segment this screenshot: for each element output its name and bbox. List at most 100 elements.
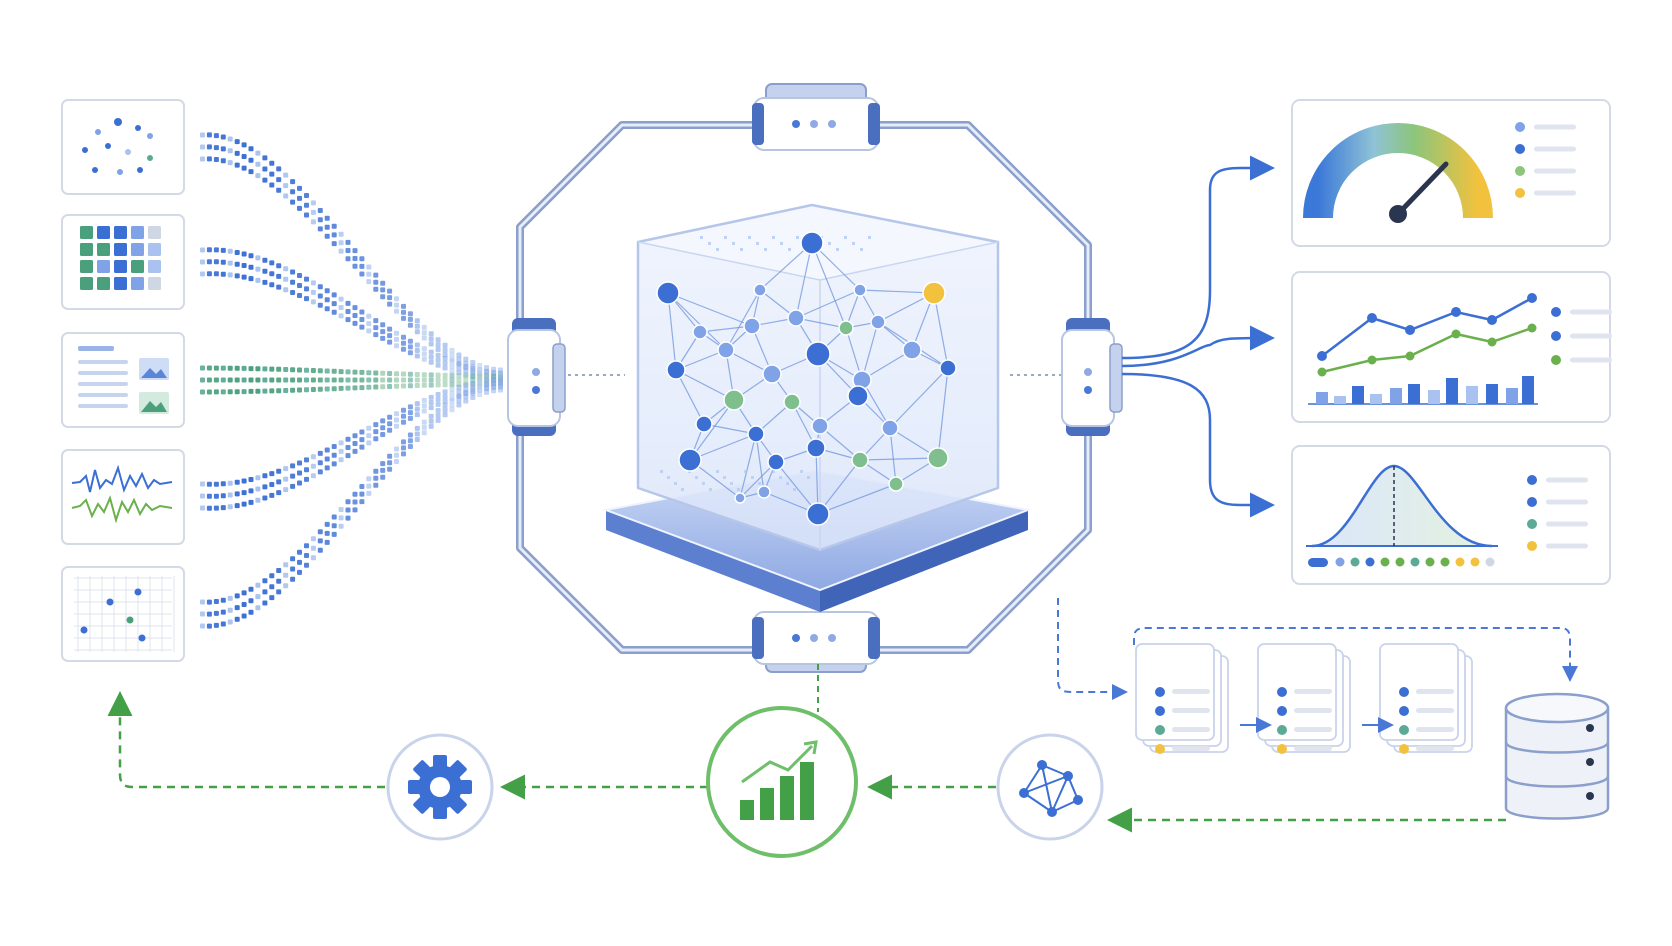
- stream-dot: [338, 507, 344, 512]
- stream-dot: [421, 382, 427, 388]
- stream-dot: [200, 271, 205, 277]
- stream-dot: [498, 384, 503, 390]
- stream-dot: [366, 490, 372, 496]
- stream-dot: [206, 156, 212, 162]
- stream-dot: [477, 392, 483, 398]
- legend-line: [1534, 190, 1576, 196]
- stream-dot: [428, 377, 434, 383]
- stream-dot: [428, 418, 434, 424]
- glass-speck: [748, 236, 751, 239]
- stream-dot: [310, 536, 316, 542]
- stream-dot: [428, 382, 434, 388]
- glass-speck: [674, 482, 677, 485]
- stream-dot: [352, 491, 358, 497]
- stream-dot: [359, 499, 365, 505]
- stream-dot: [498, 367, 503, 373]
- stream-dot: [220, 621, 226, 627]
- stream-dot: [345, 436, 351, 442]
- stream-dot: [317, 538, 323, 544]
- scatter-points-icon: [82, 118, 153, 175]
- log-entry-line: [1172, 689, 1210, 694]
- stream-dot: [414, 348, 420, 353]
- stream-dot: [359, 484, 365, 489]
- stream-dot: [255, 255, 261, 261]
- stream-dot: [213, 599, 219, 604]
- stream-dot: [407, 410, 413, 416]
- stream-dot: [255, 497, 261, 503]
- network-edge: [675, 369, 735, 401]
- stream-dot: [401, 340, 406, 346]
- chart-point: [1451, 307, 1461, 317]
- stream-dot: [317, 450, 323, 456]
- network-node: [678, 448, 702, 472]
- stream-dot: [435, 362, 441, 368]
- chart-point: [1527, 323, 1537, 333]
- stream-dot: [290, 473, 296, 479]
- stream-dot: [491, 377, 497, 383]
- line-bar-chart-icon: [1308, 293, 1538, 405]
- stream-dot: [359, 444, 365, 450]
- stream-dot: [373, 325, 379, 331]
- scale-dot: [1365, 557, 1375, 567]
- stream-dot: [206, 247, 212, 253]
- stream-dot: [407, 444, 413, 449]
- stream-dot: [317, 302, 323, 308]
- distribution-dot-scale: [1308, 557, 1495, 567]
- stream-dot: [310, 280, 316, 286]
- stream-dot: [477, 388, 483, 393]
- stream-dot: [290, 367, 296, 373]
- stream-dot: [477, 383, 483, 389]
- stream-dot: [414, 406, 420, 412]
- stream-dot: [227, 260, 233, 266]
- stream-dot: [414, 431, 420, 437]
- stream-dot: [421, 372, 427, 378]
- stream-dot: [407, 404, 413, 410]
- network-node: [927, 447, 949, 469]
- stream-dot: [359, 369, 365, 375]
- stream-dot: [234, 365, 240, 371]
- glass-speck: [828, 242, 831, 245]
- stream-dot: [331, 531, 337, 537]
- stream-dot: [269, 573, 275, 579]
- stream-dot: [470, 360, 476, 365]
- stream-dot: [248, 253, 254, 259]
- stream-dot: [352, 305, 358, 311]
- stream-dot: [310, 299, 316, 305]
- stream-dot: [290, 377, 296, 383]
- stream-dot: [297, 480, 302, 486]
- stream-dot: [213, 365, 219, 371]
- stream-dot: [387, 427, 393, 433]
- stream-dot: [456, 377, 462, 383]
- stream-dot: [442, 377, 448, 383]
- stream-dot: [227, 148, 233, 154]
- network-edge: [933, 292, 949, 369]
- stream-dot: [394, 452, 399, 458]
- stream-dot: [269, 271, 275, 277]
- stream-dot: [421, 335, 427, 341]
- network-node: [767, 453, 785, 471]
- stream-dot: [491, 370, 497, 376]
- stream-dot: [421, 377, 427, 383]
- stream-dot: [477, 371, 483, 377]
- stream-dot: [449, 377, 455, 383]
- log-entry-line: [1294, 746, 1332, 751]
- stream-dot: [262, 578, 268, 584]
- stream-dot: [220, 609, 226, 615]
- stream-dot: [269, 366, 275, 372]
- stream-dot: [352, 507, 358, 513]
- stream-dot: [401, 419, 406, 425]
- network-node: [881, 419, 899, 437]
- log-entry-line: [1172, 727, 1210, 732]
- stream-dot: [380, 294, 386, 300]
- chart-bar: [1522, 376, 1534, 404]
- stream-dot: [407, 415, 413, 421]
- stream-dot: [220, 481, 226, 487]
- stream-dot: [297, 387, 302, 393]
- stream-dot: [304, 467, 309, 473]
- stream-dot: [387, 288, 393, 294]
- stream-dot: [276, 187, 282, 193]
- stream-dot: [428, 400, 434, 405]
- stream-dot: [255, 150, 261, 156]
- stream-dot: [352, 448, 358, 454]
- stream-dot: [442, 407, 448, 413]
